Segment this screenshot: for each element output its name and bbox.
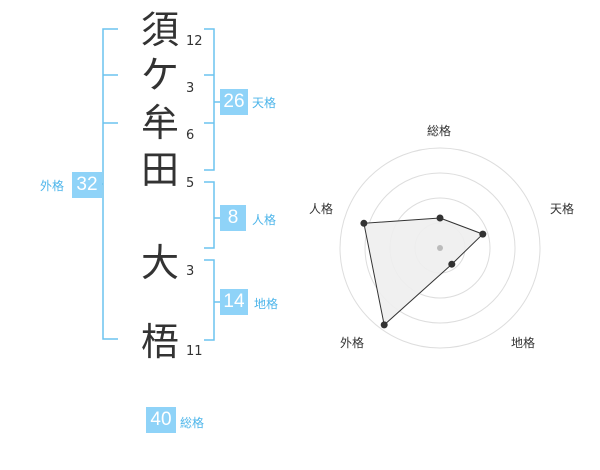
stroke-count-1: 12	[186, 34, 203, 49]
name-char-6: 梧	[140, 320, 179, 364]
chikaku-bracket	[204, 259, 220, 341]
radar-point-3	[448, 260, 456, 268]
radar-area	[363, 217, 484, 326]
chikaku-value: 14	[220, 289, 248, 315]
stroke-count-5: 3	[186, 264, 195, 279]
gaikaku-value: 32	[72, 172, 102, 198]
radar-ring-4	[339, 147, 541, 349]
name-char-4: 田	[140, 148, 179, 192]
soukaku-value: 40	[146, 407, 176, 433]
fortune-brackets	[74, 28, 220, 341]
gaikaku-bracket	[74, 28, 118, 340]
name-char-2: ケ	[140, 53, 179, 97]
radar-point-5	[360, 219, 368, 227]
radar-axis-label-gaikaku: 外格	[340, 336, 365, 350]
name-char-5: 大	[140, 241, 179, 285]
radar-axis-label-tenkaku: 天格	[550, 202, 575, 216]
radar-point-2	[479, 230, 487, 238]
jinkaku-bracket	[204, 181, 220, 249]
radar-point-1	[436, 214, 444, 222]
tenkaku-bracket	[204, 28, 220, 171]
radar-point-4	[380, 321, 388, 329]
name-char-1: 須	[140, 8, 179, 52]
stroke-count-2: 3	[186, 81, 195, 96]
soukaku-label: 総格	[180, 416, 205, 430]
gaikaku-label: 外格	[40, 179, 65, 193]
tenkaku-value: 26	[220, 89, 248, 115]
radar-center-dot	[437, 245, 443, 251]
jinkaku-value: 8	[220, 205, 246, 231]
jinkaku-label: 人格	[252, 213, 277, 227]
radar-axis-label-chikaku: 地格	[511, 336, 536, 350]
tenkaku-label: 天格	[252, 96, 277, 110]
chikaku-label: 地格	[254, 297, 279, 311]
radar-chart	[339, 147, 541, 349]
radar-axis-label-jinkaku: 人格	[309, 202, 334, 216]
name-char-3: 牟	[140, 101, 179, 145]
stroke-count-6: 11	[186, 344, 203, 359]
radar-axis-label-soukaku: 総格	[427, 124, 452, 138]
stroke-count-4: 5	[186, 176, 195, 191]
stroke-count-3: 6	[186, 128, 195, 143]
radar-ring-3	[364, 172, 516, 324]
